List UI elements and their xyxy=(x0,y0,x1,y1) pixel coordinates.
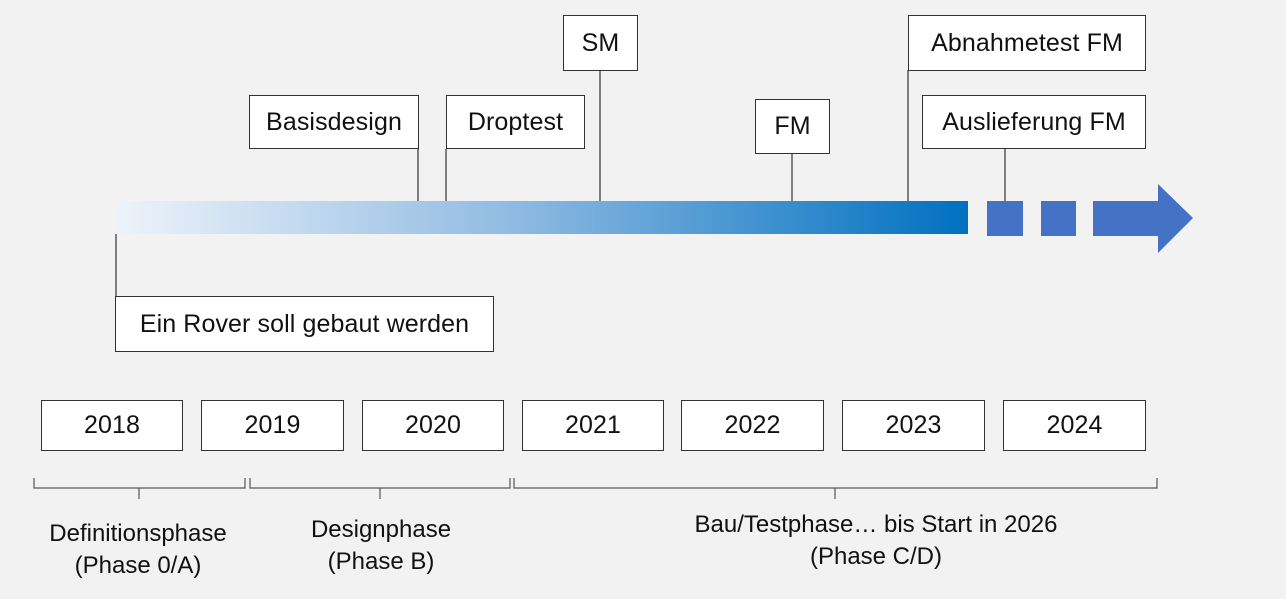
timeline-start-label: Ein Rover soll gebaut werden xyxy=(139,309,470,338)
milestone-label: FM xyxy=(774,112,811,140)
bracket-phase-cd xyxy=(513,478,1158,499)
continuation-segment-1 xyxy=(987,201,1023,236)
timeline-bar xyxy=(115,201,968,234)
bracket-phase-b xyxy=(249,478,511,499)
milestone-label: Auslieferung FM xyxy=(942,107,1126,136)
milestone-auslieferung-fm: Auslieferung FM xyxy=(922,95,1146,149)
phase-name: Definitionsphase xyxy=(49,520,227,547)
year-label: 2019 xyxy=(244,411,301,439)
year-box: 2024 xyxy=(1003,400,1146,451)
phase-name: Designphase xyxy=(310,516,452,543)
phase-label-b: Designphase (Phase B) xyxy=(271,514,491,578)
milestone-fm: FM xyxy=(755,99,830,154)
phase-label-0a: Definitionsphase (Phase 0/A) xyxy=(28,518,248,582)
year-label: 2023 xyxy=(885,411,942,439)
year-box: 2020 xyxy=(362,400,504,451)
phase-label-cd: Bau/Testphase… bis Start in 2026 (Phase … xyxy=(646,509,1106,573)
phase-code: (Phase C/D) xyxy=(809,543,943,570)
phase-code: (Phase B) xyxy=(327,548,435,575)
continuation-segment-2 xyxy=(1041,201,1076,236)
year-box: 2019 xyxy=(201,400,344,451)
bracket-phase-0a xyxy=(33,478,246,499)
year-label: 2020 xyxy=(404,411,461,439)
year-label: 2024 xyxy=(1046,411,1103,439)
milestone-abnahmetest-fm: Abnahmetest FM xyxy=(908,15,1146,71)
milestone-label: SM xyxy=(581,28,620,57)
year-box: 2018 xyxy=(41,400,183,451)
year-label: 2022 xyxy=(724,411,781,439)
milestone-droptest: Droptest xyxy=(446,95,585,149)
year-box: 2021 xyxy=(522,400,664,451)
phase-name: Bau/Testphase… bis Start in 2026 xyxy=(694,511,1058,538)
timeline-start-box: Ein Rover soll gebaut werden xyxy=(115,296,494,352)
milestone-basisdesign: Basisdesign xyxy=(249,95,419,149)
milestone-label: Abnahmetest FM xyxy=(931,28,1123,57)
year-box: 2022 xyxy=(681,400,824,451)
milestone-sm: SM xyxy=(563,15,638,71)
year-box: 2023 xyxy=(842,400,985,451)
year-label: 2018 xyxy=(83,411,140,439)
timeline-arrow-head xyxy=(1093,184,1193,253)
year-label: 2021 xyxy=(564,411,621,439)
milestone-label: Droptest xyxy=(467,107,564,136)
phase-code: (Phase 0/A) xyxy=(74,552,202,579)
milestone-label: Basisdesign xyxy=(266,107,402,136)
